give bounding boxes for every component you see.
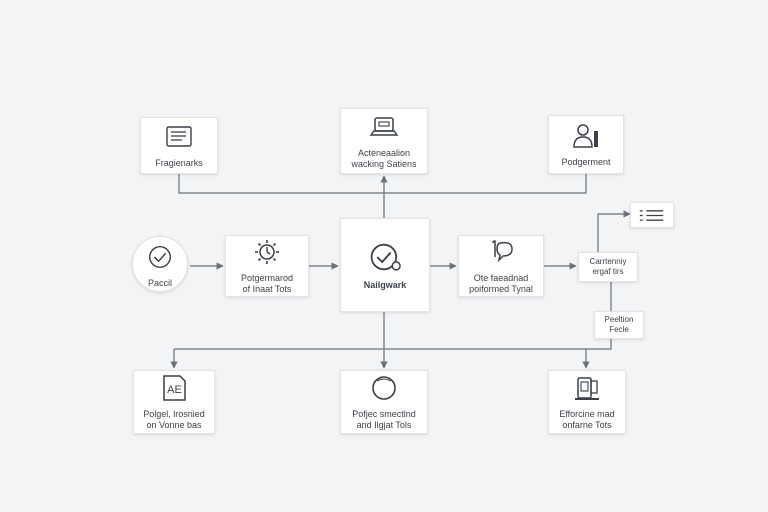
node-fragments-label: Fragienarks	[155, 158, 203, 168]
node-feedback-label: Ote faeadnad poiformed Tynal	[469, 273, 533, 294]
node-network-label: Nailgwark	[363, 279, 407, 290]
node-project-ae[interactable]: AE Polgel, lrosnied on Vonne bas	[133, 370, 215, 434]
node-project-ae-label: Polgel, lrosnied on Vonne bas	[143, 409, 205, 430]
document-ae-text: AE	[167, 384, 182, 396]
gear-icon	[255, 240, 279, 264]
node-network[interactable]: Nailgwark	[340, 218, 430, 312]
node-connectivity-label: Carrtenniy ergaf tirs	[589, 257, 627, 276]
node-feedback[interactable]: Ote faeadnad poiformed Tynal	[458, 235, 544, 297]
list-window-icon	[166, 126, 192, 147]
node-assignment[interactable]: Podgerment	[548, 115, 624, 174]
node-checklist[interactable]	[630, 202, 674, 228]
node-project-spectral[interactable]: Pofjec smectlnd and Ilgjat Tols	[340, 370, 428, 434]
node-project-spectral-label: Pofjec smectlnd and Ilgjat Tols	[352, 409, 416, 430]
chat-bubble-icon	[492, 240, 513, 263]
node-process-label: Paccil	[147, 278, 172, 288]
node-connectivity[interactable]: Carrtenniy ergaf tirs	[578, 252, 638, 282]
node-fragments[interactable]: Fragienarks	[140, 117, 218, 174]
ring-icon	[372, 376, 396, 400]
node-position[interactable]: Peeltion Fecle	[594, 311, 644, 339]
checklist-icon	[639, 209, 664, 221]
node-automation-label: Acteneaalion wacking Satiens	[351, 148, 417, 169]
connector-bottom-bus	[174, 336, 612, 350]
node-efficiency[interactable]: Efforcine mad onfarne Tots	[548, 370, 626, 434]
node-processed-label: Potgermarod of Inaat Tots	[240, 273, 294, 294]
connector-top-bus	[178, 174, 587, 194]
person-icon	[573, 124, 598, 148]
check-gear-icon	[370, 243, 401, 271]
check-circle-icon	[149, 246, 171, 268]
node-efficiency-label: Efforcine mad onfarne Tots	[559, 409, 615, 430]
node-processed[interactable]: Potgermarod of Inaat Tots	[225, 235, 309, 297]
laptop-icon	[369, 117, 399, 136]
devices-icon	[575, 377, 599, 400]
document-ae-icon: AE	[163, 375, 186, 401]
connector-to-checklist	[597, 210, 631, 252]
node-position-label: Peeltion Fecle	[604, 315, 634, 334]
node-automation[interactable]: Acteneaalion wacking Satiens	[340, 108, 428, 174]
node-process-circle[interactable]	[132, 236, 188, 292]
node-assignment-label: Podgerment	[561, 157, 611, 167]
